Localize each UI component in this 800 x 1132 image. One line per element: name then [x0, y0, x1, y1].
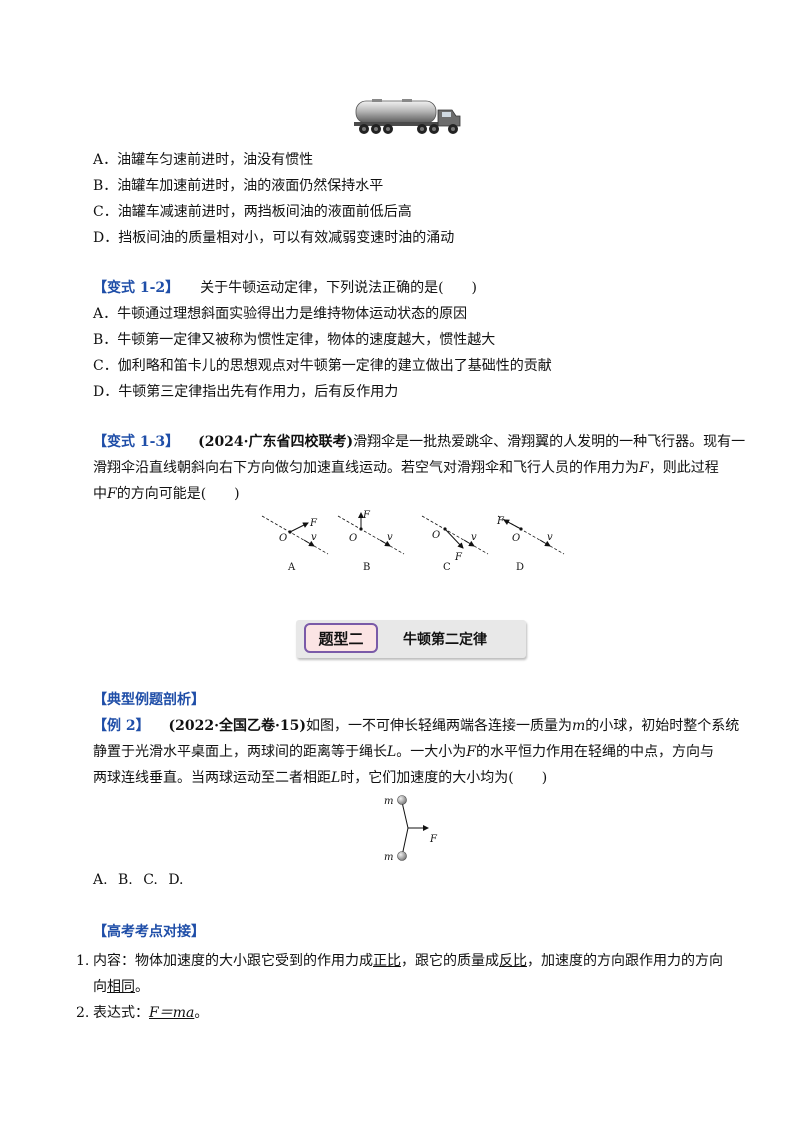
- diagram-c: O F v C: [421, 515, 489, 573]
- exam-item-1-number: 1.: [76, 953, 90, 969]
- exam-item-1-proportional: 正比: [373, 953, 401, 969]
- example-2-text2b: 。一大小为: [396, 744, 467, 760]
- rope-masses-figure: m m F: [384, 795, 438, 863]
- diagram-b-o-label: O: [349, 533, 357, 544]
- diagram-a: O F v A: [261, 515, 329, 573]
- variant-1-2-option-b: B．牛顿第一定律又被称为惯性定律，物体的速度越大，惯性越大: [93, 332, 496, 348]
- example-2-text2c: 的水平恒力作用在轻绳的中点，方向与: [476, 744, 715, 760]
- exam-item-2-a: 表达式：: [93, 1005, 149, 1021]
- truck-option-a: A．油罐车匀速前进时，油没有惯性: [93, 152, 314, 168]
- exam-item-2-number: 2.: [76, 1005, 90, 1021]
- diagram-d-f-label: F: [496, 516, 505, 527]
- diagram-c-f-label: F: [454, 552, 463, 563]
- exam-item-2-formula: F＝ma: [149, 1005, 195, 1021]
- variant-1-3-line1: 【变式 1-3】 (2024·广东省四校联考)滑翔伞是一批热爱跳伞、滑翔翼的人发…: [93, 432, 745, 452]
- exam-item-2-text: 表达式：F＝ma。: [93, 1000, 725, 1026]
- diagram-b-f-label: F: [362, 510, 371, 521]
- truck-option-b: B．油罐车加速前进时，油的液面仍然保持水平: [93, 178, 384, 194]
- variant-1-3-text2a: 滑翔伞沿直线朝斜向右下方向做匀加速直线运动。若空气对滑翔伞和飞行人员的作用力为: [93, 460, 639, 476]
- variant-1-3-line3: 中F的方向可能是( ): [93, 484, 240, 504]
- truck-option-d: D．挡板间油的质量相对小，可以有效减弱变速时油的涌动: [93, 230, 455, 246]
- diagram-d-v-label: v: [547, 532, 553, 543]
- variant-1-3-var-f2: F: [107, 486, 117, 502]
- variant-1-2-question: 【变式 1-2】 关于牛顿运动定律，下列说法正确的是( ): [93, 278, 477, 298]
- example-2-text1b: 的小球，初始时整个系统: [585, 718, 740, 734]
- diagram-a-o-label: O: [279, 533, 287, 544]
- typical-example-heading: 【典型例题剖析】: [93, 692, 205, 708]
- diagram-a-panel-label: A: [287, 562, 296, 573]
- diagram-d-panel-label: D: [516, 562, 524, 573]
- exam-item-1-a: 内容：物体加速度的大小跟它受到的作用力成: [93, 953, 373, 969]
- exam-item-1-b: ，跟它的质量成: [401, 953, 499, 969]
- glider-force-diagrams: O F v A O F v B O F v C: [261, 510, 565, 573]
- variant-1-3-source: (2024·广东省四校联考): [198, 434, 354, 450]
- variant-1-3-text1: 滑翔伞是一批热爱跳伞、滑翔翼的人发明的一种飞行器。现有一: [353, 434, 746, 450]
- example-2-var-l: L: [387, 744, 397, 760]
- example-2-var-l2: L: [331, 770, 341, 786]
- variant-1-2-tag: 【变式 1-2】: [93, 280, 180, 296]
- exam-item-1-c: ，加速度的方向跟作用力的方向: [527, 953, 723, 969]
- example-2-line1: 【例 2】 (2022·全国乙卷·15)如图，一不可伸长轻绳两端各连接一质量为m…: [93, 716, 739, 736]
- force-label: F: [429, 834, 438, 845]
- example-2-source: (2022·全国乙卷·15): [168, 718, 306, 734]
- example-2-text1a: 如图，一不可伸长轻绳两端各连接一质量为: [305, 718, 572, 734]
- tank-truck-illustration: [354, 99, 461, 134]
- variant-1-3-text3a: 中: [93, 486, 107, 502]
- diagram-d: O F v D: [496, 515, 565, 573]
- exam-item-1-same: 相同: [107, 979, 135, 995]
- diagram-c-panel-label: C: [443, 562, 451, 573]
- mass-label-bottom: m: [384, 852, 393, 863]
- diagram-b-v-label: v: [387, 532, 393, 543]
- exam-item-2-b: 。: [194, 1005, 209, 1021]
- variant-1-3-text3b: 的方向可能是( ): [116, 486, 240, 502]
- exam-link-heading: 【高考考点对接】: [93, 924, 205, 940]
- mass-ball-bottom: [397, 851, 407, 861]
- variant-1-3-line2: 滑翔伞沿直线朝斜向右下方向做匀加速直线运动。若空气对滑翔伞和飞行人员的作用力为F…: [93, 458, 719, 478]
- example-2-line3: 两球连线垂直。当两球运动至二者相距L时，它们加速度的大小均为( ): [93, 768, 547, 788]
- variant-1-3-text2b: ，则此过程: [648, 460, 719, 476]
- variant-1-2-option-c: C．伽利略和笛卡儿的思想观点对牛顿第一定律的建立做出了基础性的贡献: [93, 358, 552, 374]
- example-2-text2a: 静置于光滑水平桌面上，两球间的距离等于绳长: [93, 744, 387, 760]
- variant-1-2-option-d: D．牛顿第三定律指出先有作用力，后有反作用力: [93, 384, 399, 400]
- mass-ball-top: [397, 795, 407, 805]
- exam-item-1-inverse: 反比: [499, 953, 527, 969]
- variant-1-3-var-f: F: [639, 460, 649, 476]
- example-2-choices: A. B. C. D.: [93, 872, 184, 888]
- variant-1-2-stem: 关于牛顿运动定律，下列说法正确的是( ): [200, 280, 478, 296]
- diagram-a-v-label: v: [311, 532, 317, 543]
- section-badge: 题型二 牛顿第二定律: [296, 620, 526, 658]
- example-2-tag: 【例 2】: [93, 718, 150, 734]
- diagram-a-f-label: F: [309, 518, 318, 529]
- mass-label-top: m: [384, 796, 393, 807]
- section-badge-type: 题型二: [304, 623, 378, 653]
- truck-option-c: C．油罐车减速前进时，两挡板间油的液面前低后高: [93, 204, 412, 220]
- section-badge-title: 牛顿第二定律: [403, 632, 487, 648]
- diagram-c-o-label: O: [432, 530, 440, 541]
- example-2-text3b: 时，它们加速度的大小均为( ): [340, 770, 548, 786]
- diagram-b-panel-label: B: [363, 562, 370, 573]
- exam-item-1-text: 内容：物体加速度的大小跟它受到的作用力成正比，跟它的质量成反比，加速度的方向跟作…: [93, 948, 725, 1000]
- exam-item-1-d: 向: [93, 979, 107, 995]
- diagram-d-o-label: O: [512, 533, 520, 544]
- example-2-line2: 静置于光滑水平桌面上，两球间的距离等于绳长L。一大小为F的水平恒力作用在轻绳的中…: [93, 742, 714, 762]
- variant-1-2-option-a: A．牛顿通过理想斜面实验得出力是维持物体运动状态的原因: [93, 306, 468, 322]
- example-2-var-m: m: [571, 718, 586, 734]
- example-2-text3a: 两球连线垂直。当两球运动至二者相距: [93, 770, 331, 786]
- example-2-var-f: F: [466, 744, 477, 760]
- variant-1-3-tag: 【变式 1-3】: [93, 434, 180, 450]
- diagram-b: O F v B: [337, 510, 405, 573]
- diagram-c-v-label: v: [471, 532, 477, 543]
- exam-item-1-e: 。: [135, 979, 149, 995]
